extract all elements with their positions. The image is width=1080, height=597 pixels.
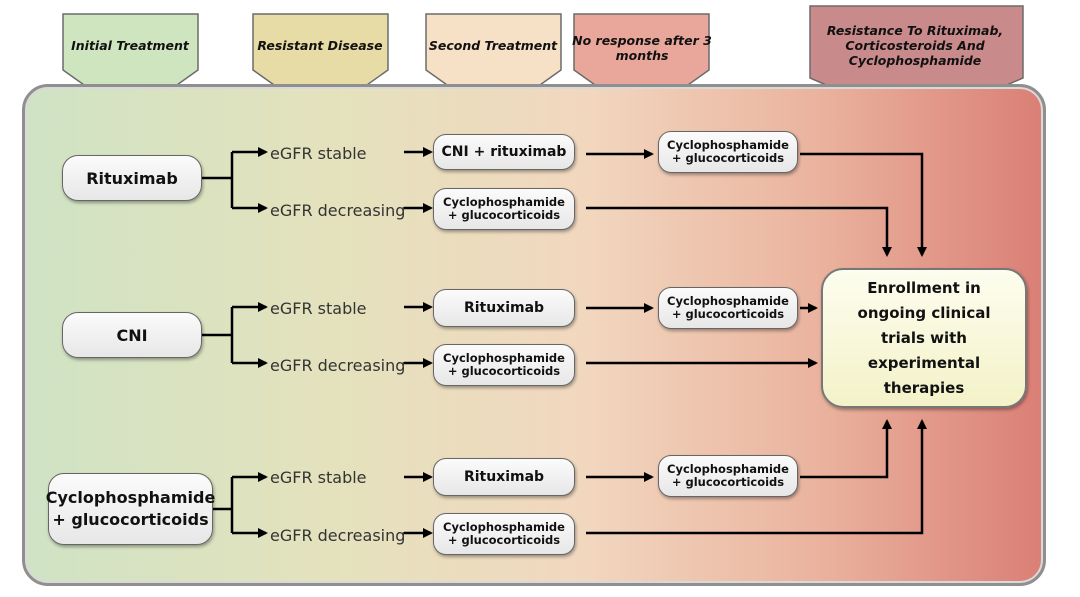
header-resistance: Resistance To Rituximab, Corticosteroids… [826, 23, 1004, 68]
third-cyclophosphamide-1: Cyclophosphamide + glucocorticoids [658, 131, 798, 173]
second-rituximab-2: Rituximab [433, 289, 575, 327]
header-resistant-disease: Resistant Disease [257, 38, 383, 53]
third-to-final-1 [800, 152, 927, 257]
third-cyclophosphamide-3: Cyclophosphamide + glucocorticoids [658, 455, 798, 497]
egfr-stable-3: eGFR stable [270, 468, 367, 487]
second-cni-rituximab: CNI + rituximab [433, 134, 575, 170]
second-cyclophosphamide-3: Cyclophosphamide + glucocorticoids [433, 513, 575, 555]
egfr-decreasing-1: eGFR decreasing [270, 201, 406, 220]
header-second-treatment: Second Treatment [428, 38, 558, 53]
egfr-decreasing-2: eGFR decreasing [270, 356, 406, 375]
second-decreasing-to-final-3 [586, 419, 927, 535]
egfr-stable-1: eGFR stable [270, 144, 367, 163]
egfr-decreasing-3: eGFR decreasing [270, 526, 406, 545]
initial-rituximab: Rituximab [62, 155, 202, 201]
final-enrollment-box: Enrollment in ongoing clinical trials wi… [821, 268, 1027, 408]
header-no-response: No response after 3 months [572, 33, 712, 63]
second-decreasing-to-final-1 [586, 206, 892, 257]
second-rituximab-3: Rituximab [433, 458, 575, 496]
second-cyclophosphamide-1: Cyclophosphamide + glucocorticoids [433, 188, 575, 230]
header-initial-treatment: Initial Treatment [71, 38, 189, 53]
second-cyclophosphamide-2: Cyclophosphamide + glucocorticoids [433, 344, 575, 386]
third-to-final-3 [800, 419, 892, 479]
third-cyclophosphamide-2: Cyclophosphamide + glucocorticoids [658, 287, 798, 329]
initial-cni: CNI [62, 312, 202, 358]
initial-cyclophosphamide: Cyclophosphamide + glucocorticoids [46, 473, 215, 545]
egfr-stable-2: eGFR stable [270, 299, 367, 318]
